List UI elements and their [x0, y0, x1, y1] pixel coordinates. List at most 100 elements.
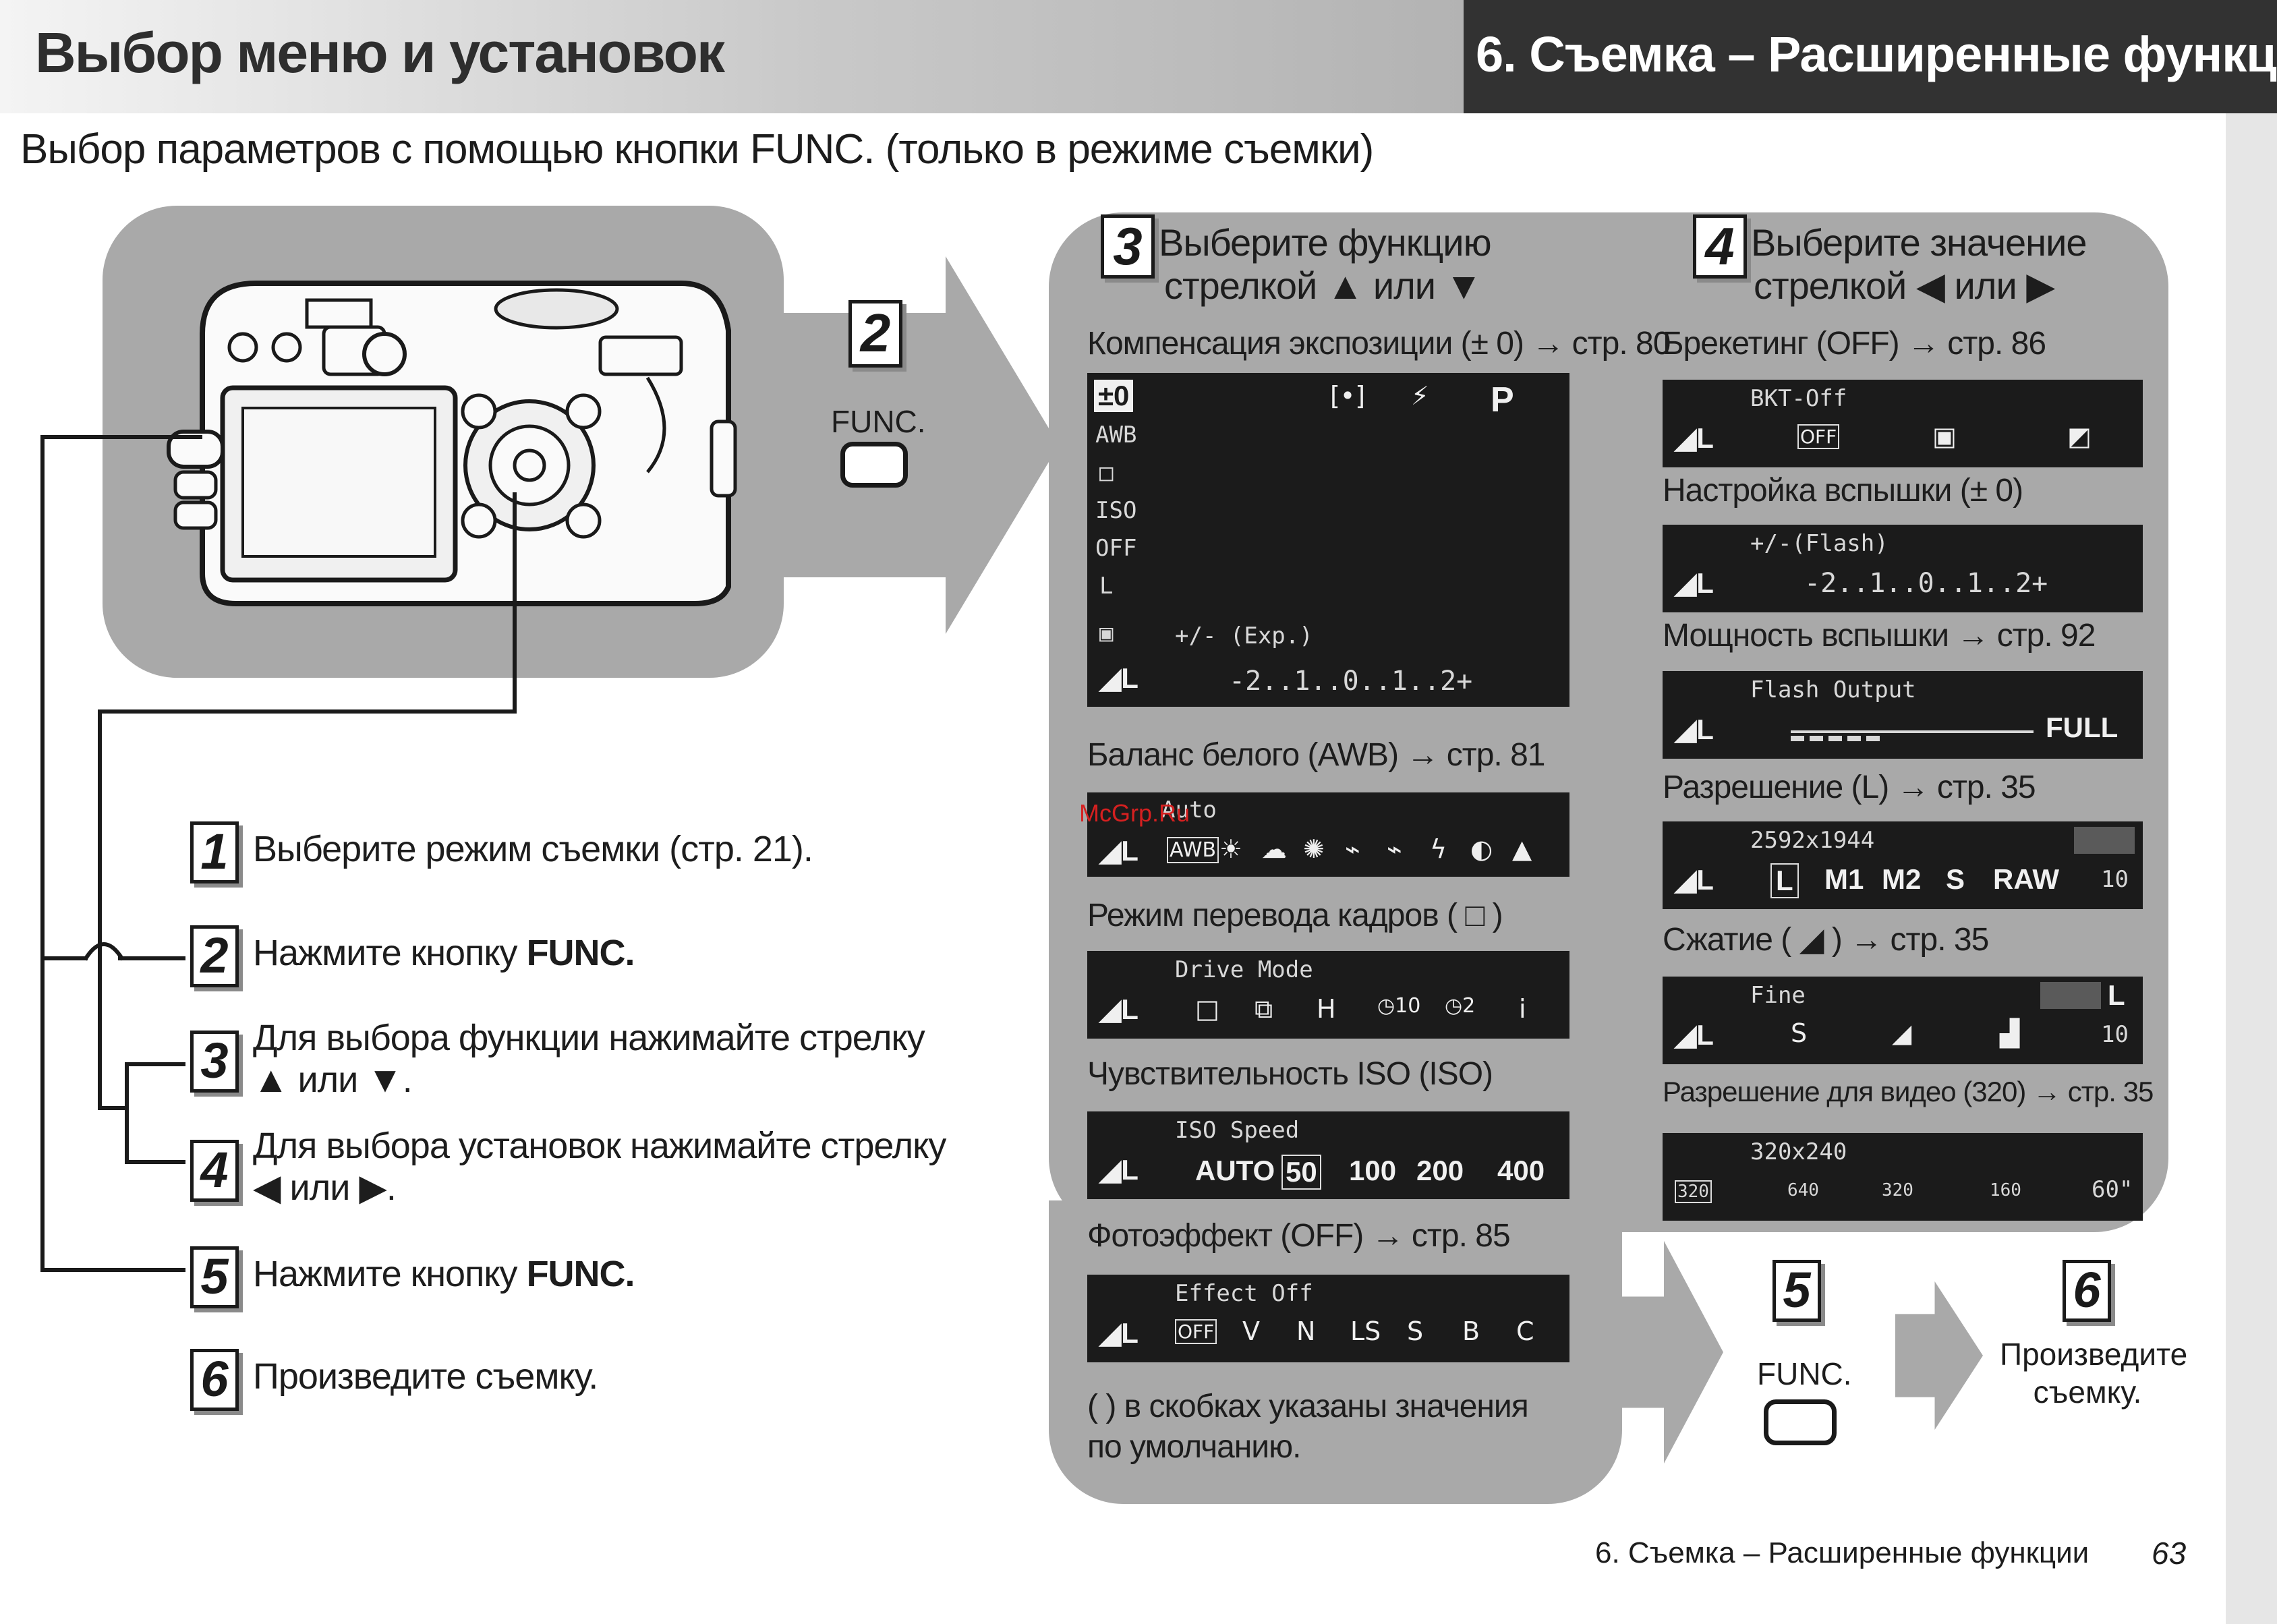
func-label: FUNC.: [1757, 1356, 1852, 1391]
step-text: Произведите съемку.: [253, 1356, 598, 1397]
step-text-line1: Для выбора функции нажимайте стрелку: [253, 1018, 925, 1058]
menu-item-resolution: ◢L: [1099, 662, 1138, 694]
wb-option: ⌁: [1345, 834, 1360, 864]
diagram-step6-number: 6: [2063, 1260, 2111, 1322]
bracketing-option: ▣: [1932, 422, 1957, 451]
video-resolution-setting-name: 320x240: [1750, 1138, 1847, 1165]
wb-option: ⌁: [1387, 834, 1402, 864]
step4-heading-line2: стрелкой ◀ или ▶: [1754, 264, 2055, 307]
resolution-indicator: ◢L: [1675, 864, 1714, 896]
flash-output-setting-name: Flash Output: [1750, 676, 1916, 703]
white-balance-label: Баланс белого (AWB) → стр. 81: [1087, 737, 1545, 773]
drive-option: □: [1195, 994, 1219, 1024]
iso-setting-name: ISO Speed: [1175, 1117, 1300, 1144]
compression-option: ▟: [2000, 1018, 2020, 1048]
watermark: McGrp.Ru: [1079, 799, 1190, 827]
exposure-scale: -2..1..0..1..2+: [1229, 666, 1473, 697]
resolution-label: Разрешение (L) → стр. 35: [1663, 770, 2036, 805]
flash-output-lcd-screen: Flash Output ◢L FULL: [1663, 671, 2143, 759]
footer-chapter: 6. Съемка – Расширенные функции: [1595, 1536, 2089, 1569]
func-label: FUNC.: [831, 404, 926, 439]
effect-option: S: [1407, 1316, 1424, 1346]
menu-item-bracket: L: [1099, 573, 1114, 600]
drive-option: ◷2: [1445, 994, 1476, 1018]
func-button-icon: [1764, 1399, 1837, 1445]
connector-line: [98, 1106, 125, 1110]
compression-indicator: [2040, 982, 2101, 1009]
flash-adjust-scale: -2..1..0..1..2+: [1804, 568, 2048, 599]
compression-indicator: [2074, 827, 2135, 854]
effect-label: Фотоэффект (OFF) → стр. 85: [1087, 1218, 1511, 1254]
connector-line: [40, 435, 202, 439]
viewfinder-icon: [305, 298, 373, 329]
step-text-bold: FUNC.: [526, 1254, 635, 1294]
connector-line: [98, 709, 102, 1107]
step-text-bold: FUNC.: [526, 933, 635, 973]
resolution-indicator: ◢L: [1675, 714, 1714, 745]
iso-lcd-screen: ISO Speed ◢L AUTO 50 100 200 400: [1087, 1111, 1569, 1199]
iso-option: 100: [1349, 1155, 1397, 1186]
resolution-option: M1: [1824, 863, 1864, 895]
image-size-indicator: L: [2108, 979, 2125, 1011]
effect-option: V: [1242, 1316, 1260, 1346]
step-text: Нажмите кнопку FUNC.: [253, 932, 635, 974]
drive-option: ◷10: [1377, 994, 1421, 1018]
step-text: Для выбора функции нажимайте стрелку ▲ и…: [253, 1017, 925, 1101]
connector-bridge: [83, 942, 125, 961]
step-number: 5: [190, 1246, 239, 1308]
step-text-line2: ▲ или ▼.: [253, 1060, 413, 1100]
wb-option: ◐: [1470, 834, 1493, 864]
func-button-icon: [840, 442, 908, 488]
connector-line: [125, 1062, 185, 1066]
menu-item-wb: AWB: [1095, 422, 1137, 448]
step-number: 2: [190, 925, 239, 987]
diagram-step6-text: Произведите съемку.: [2000, 1335, 2187, 1411]
effect-option: OFF: [1175, 1319, 1217, 1344]
resolution-indicator: ◢L: [1675, 567, 1714, 599]
connector-line: [40, 1268, 185, 1272]
video-option: 320: [1675, 1180, 1712, 1203]
resolution-indicator: ◢L: [1099, 1317, 1138, 1349]
default-values-note-line2: по умолчанию.: [1087, 1429, 1301, 1465]
video-resolution-lcd-screen: 320x240 320 640 320 160 60": [1663, 1133, 2143, 1221]
drive-mode-lcd-screen: Drive Mode ◢L □ ⧉ H ◷10 ◷2 i: [1087, 951, 1569, 1039]
flash-icon: ⚡: [1411, 381, 1429, 411]
exposure-param-name: +/- (Exp.): [1175, 622, 1313, 649]
connector-line: [98, 709, 517, 714]
drive-setting-name: Drive Mode: [1175, 956, 1313, 983]
iso-option: 50: [1281, 1155, 1321, 1190]
resolution-option: M2: [1882, 863, 1922, 895]
connector-line: [118, 956, 185, 960]
chapter-title: 6. Съемка – Расширенные функции: [1476, 26, 2277, 82]
step4-heading-line1: Выберите значение: [1751, 221, 2087, 264]
flow-arrow-1: [776, 256, 1059, 634]
page-edge-rule: [2226, 113, 2277, 1624]
drive-option: ⧉: [1255, 994, 1273, 1024]
compression-option: ◢: [1892, 1018, 1912, 1048]
iso-label: Чувствительность ISO (ISO): [1087, 1056, 1493, 1092]
connector-line: [125, 1062, 129, 1163]
default-values-note-line1: ( ) в скобках указаны значения: [1087, 1389, 1529, 1424]
step-number: 6: [190, 1349, 239, 1411]
iso-option: AUTO: [1195, 1155, 1275, 1186]
wb-option: ϟ: [1430, 834, 1447, 864]
connector-line: [40, 956, 88, 960]
step3-heading-line1: Выберите функцию: [1159, 221, 1492, 264]
bracketing-label: Брекетинг (OFF) → стр. 86: [1663, 326, 2046, 361]
mode-p-icon: P: [1491, 380, 1514, 419]
resolution-option: S: [1946, 863, 1965, 895]
effect-option: LS: [1350, 1316, 1381, 1346]
video-resolution-label: Разрешение для видео (320) → стр. 35: [1663, 1076, 2154, 1107]
bracketing-option: ◩: [2067, 422, 2092, 451]
bracketing-lcd-screen: BKT-Off ◢L OFF ▣ ◩: [1663, 380, 2143, 467]
compression-option: S: [1791, 1018, 1808, 1048]
drive-option: H: [1317, 994, 1336, 1024]
resolution-indicator: ◢L: [1675, 1019, 1714, 1051]
white-balance-lcd-screen: Auto ◢L AWB ☀ ☁ ✺ ⌁ ⌁ ϟ ◐ ▲: [1087, 792, 1569, 877]
flow-arrow-3: [1895, 1281, 1983, 1430]
step-text: Для выбора установок нажимайте стрелку ◀…: [253, 1125, 946, 1209]
step-text-plain: Нажмите кнопку: [253, 1254, 527, 1294]
exposure-lcd-screen: ±0 AWB □ ISO OFF L ▣ ◢L [•] ⚡ P +/- (Exp…: [1087, 373, 1569, 707]
flash-output-slider-level: [1791, 736, 1885, 741]
step-text-plain: Нажмите кнопку: [253, 933, 527, 973]
